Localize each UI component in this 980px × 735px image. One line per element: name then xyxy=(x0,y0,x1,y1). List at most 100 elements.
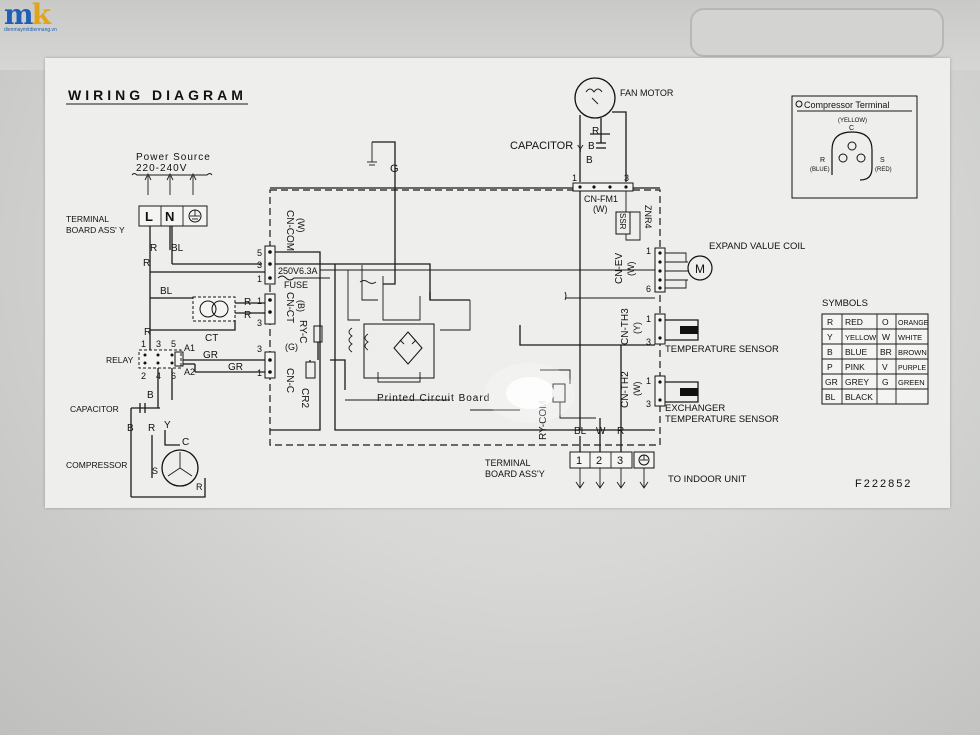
compressor-terminal-plug xyxy=(831,131,873,181)
relay-label: RELAY xyxy=(106,355,134,365)
wire-gr-relay: GR xyxy=(203,350,218,361)
cn-th2-pin-1: 1 xyxy=(646,376,651,386)
cn-ct-pin-1: 1 xyxy=(257,296,262,306)
cn-ev-pin-6: 6 xyxy=(646,284,651,294)
watermark-logo: mk dienmaymitdiennang.vn xyxy=(4,0,57,36)
sym-code2-4: G xyxy=(882,377,889,387)
comp-term-s-color: (RED) xyxy=(875,167,892,173)
terminal-bottom-3: 3 xyxy=(617,455,623,467)
sym-name-2: BLUE xyxy=(845,347,868,357)
capacitor-top-label: CAPACITOR xyxy=(510,140,573,152)
comp-term-r-color: (BLUE) xyxy=(810,167,830,173)
comp-term-c-color: (YELLOW) xyxy=(838,118,867,124)
outgoing-arrows xyxy=(575,468,649,489)
relay-pin-2: 2 xyxy=(141,371,146,381)
cn-fm1-color: (W) xyxy=(593,204,608,214)
sym-name-3: PINK xyxy=(845,362,865,372)
bridge-rectifier xyxy=(393,331,423,365)
ry-com-label: RY-COM xyxy=(538,401,549,440)
znr4-label: ZNR4 xyxy=(643,205,653,229)
comp-term-c: C xyxy=(849,125,854,132)
ct-label: CT xyxy=(205,333,218,344)
terminal-bottom-2: 2 xyxy=(596,455,602,467)
ssr-label: SSR xyxy=(618,213,627,230)
cn-com-pin-5: 5 xyxy=(257,248,262,258)
ground-g: G xyxy=(390,163,399,175)
wire-r-left: R xyxy=(150,243,157,254)
wire-w-bottom: W xyxy=(596,426,606,437)
compressor-s: S xyxy=(152,466,158,476)
wire-bl-ct: BL xyxy=(160,286,173,297)
fuse-rating: 250V6.3A xyxy=(278,266,318,276)
sym-code2-1: W xyxy=(882,332,890,342)
expand-valve-motor-icon xyxy=(687,255,713,281)
cn-ev-label: CN-EV xyxy=(614,253,625,284)
capacitor-left-label: CAPACITOR xyxy=(70,404,119,414)
symbols-table xyxy=(821,313,929,405)
wire-gr-relay2: GR xyxy=(228,362,243,373)
cn-com-pin-1: 1 xyxy=(257,274,262,284)
compressor-label: COMPRESSOR xyxy=(66,460,127,470)
cn-th3-color: (Y) xyxy=(632,322,642,334)
sym-code-2: B xyxy=(827,347,833,357)
cn-th2-pin-3: 3 xyxy=(646,399,651,409)
terminal-board-bottom-label1: TERMINAL xyxy=(485,458,531,468)
sym-code-4: GR xyxy=(825,377,838,387)
expand-valve-m: M xyxy=(695,262,705,276)
cn-ev-connector xyxy=(654,247,666,293)
relay-pin-1: 1 xyxy=(141,339,146,349)
relay-pin-3: 3 xyxy=(156,339,161,349)
compressor-r: R xyxy=(196,482,203,492)
terminal-board-bottom-label2: BOARD ASS'Y xyxy=(485,469,545,479)
unit-panel-rim xyxy=(690,8,944,57)
fan-motor-r: R xyxy=(592,126,599,137)
cn-th2-color: (W) xyxy=(632,382,642,397)
cn-ct-connector xyxy=(264,293,276,325)
flash-glare xyxy=(485,363,575,423)
watermark-brand: mk xyxy=(4,0,51,31)
sym-code2-3: V xyxy=(882,362,888,372)
cn-com-color: (W) xyxy=(296,218,306,233)
sym-name-5: BLACK xyxy=(845,392,873,402)
pcb-label: Printed Circuit Board xyxy=(377,393,490,404)
cr2-label: CR2 xyxy=(299,388,310,408)
fan-motor-icon xyxy=(574,77,616,119)
cn-c-connector xyxy=(264,351,276,379)
cn-com-label: CN-COM xyxy=(284,210,295,251)
compressor-c: C xyxy=(182,437,189,448)
sym-code2-2: BR xyxy=(880,347,892,357)
fan-pin-1: 1 xyxy=(572,173,577,183)
cn-c-pin-3: 3 xyxy=(257,344,262,354)
fan-motor-label: FAN MOTOR xyxy=(620,88,674,98)
wire-r-left2: R xyxy=(143,258,150,269)
sym-name2-3: PURPLE xyxy=(898,365,926,372)
terminal-board-left-label1: TERMINAL xyxy=(66,214,109,224)
compressor-motor-icon xyxy=(161,449,199,487)
to-indoor-unit-label: TO INDOOR UNIT xyxy=(668,474,747,485)
relay-a1: A1 xyxy=(184,343,195,353)
sym-name2-4: GREEN xyxy=(898,378,925,387)
fan-cap-b: B xyxy=(588,141,595,152)
power-source-voltage: 220-240V xyxy=(136,163,187,174)
watermark-site: dienmaymitdiennang.vn xyxy=(4,27,57,33)
terminal-board-left-label2: BOARD ASS' Y xyxy=(66,225,125,235)
expand-valve-label: EXPAND VALUE COIL xyxy=(709,241,805,252)
cn-th3-label: CN-TH3 xyxy=(620,308,631,345)
cn-ct-color: (B) xyxy=(296,300,306,312)
cn-th3-pin-3: 3 xyxy=(646,337,651,347)
wire-bl-left: BL xyxy=(171,243,184,254)
sym-code-1: Y xyxy=(827,332,833,342)
relay-pin-5: 5 xyxy=(171,339,176,349)
symbols-title: SYMBOLS xyxy=(822,298,868,309)
sym-name-0: RED xyxy=(845,317,863,327)
cn-c-label: CN-C xyxy=(284,368,295,393)
wire-r-ct2: R xyxy=(244,310,251,321)
wire-b-cap: B xyxy=(147,390,154,401)
cn-c-pin-1: 1 xyxy=(257,368,262,378)
cn-c-color: (G) xyxy=(285,342,298,352)
cn-ev-color: (W) xyxy=(626,262,636,277)
terminal-l: L xyxy=(145,209,153,224)
cn-com-connector xyxy=(264,245,276,285)
